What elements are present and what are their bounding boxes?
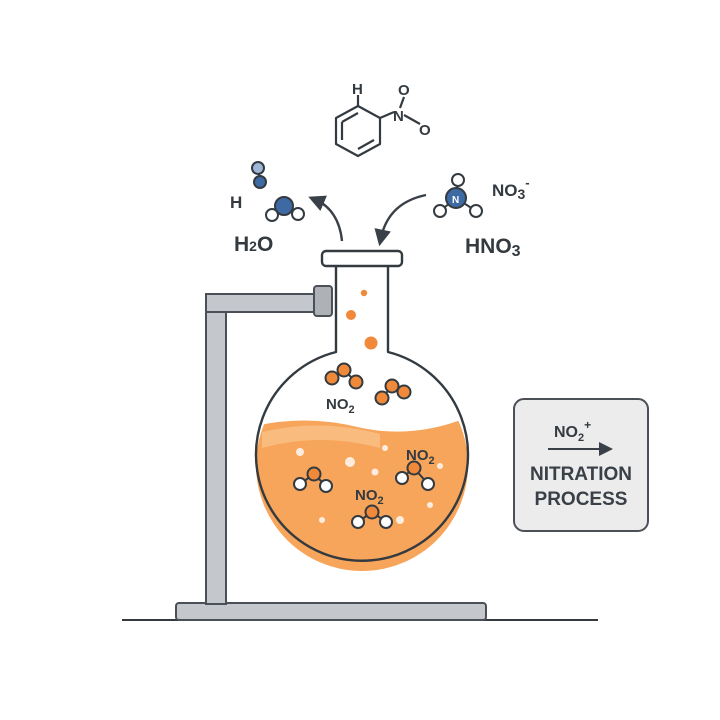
h2o-label: H2O	[234, 233, 273, 256]
bubble	[364, 336, 378, 350]
bubble	[346, 310, 356, 320]
liquid-bubble	[296, 448, 304, 456]
panel-box	[513, 398, 649, 532]
benzene-n-label: N	[393, 108, 404, 125]
flask-liquid	[256, 412, 468, 571]
h-atom-label: H	[230, 193, 242, 212]
panel-line2: PROCESS	[535, 489, 628, 510]
nitrobenzene-structure	[334, 95, 421, 158]
hno3-label: HNO3	[465, 235, 521, 260]
flask-no2-label-b: NO2	[406, 447, 435, 467]
no2-molecule-liquid-right	[395, 460, 435, 491]
arrow-in-from-nitrate	[374, 193, 427, 247]
benzene-o-top-label: O	[398, 82, 410, 99]
flask-no2-label-a: NO2	[326, 396, 355, 416]
liquid-bubble	[371, 468, 379, 476]
nitrate-n-label: N	[452, 195, 459, 206]
stand-arm	[205, 293, 319, 313]
arrow-out-to-water	[308, 195, 344, 242]
liquid-bubble	[345, 457, 355, 467]
water-molecule	[265, 196, 305, 222]
no2-molecule-liquid-left	[293, 466, 333, 493]
stand-clamp	[313, 285, 333, 317]
round-bottom-flask	[254, 249, 470, 571]
nitration-process-panel: NO2+ NITRATION PROCESS	[513, 398, 649, 532]
lab-stand	[175, 285, 487, 621]
liquid-bubble	[319, 517, 325, 523]
panel-line1: NITRATION	[530, 464, 632, 485]
liquid-bubble	[437, 463, 443, 469]
benzene-h-label: H	[352, 81, 363, 98]
no2-molecule-right	[374, 378, 412, 406]
nitrate-label: NO3-	[492, 175, 530, 202]
liquid-bubble	[396, 516, 404, 524]
liquid-bubble	[427, 502, 433, 508]
flask-no2-label-c: NO2	[355, 487, 384, 507]
flask-glass	[254, 264, 470, 562]
benzene-o-right-label: O	[419, 122, 431, 139]
no2-molecule-left	[324, 362, 364, 390]
hydrogen-molecule	[251, 161, 267, 189]
no2-molecule-liquid-bottom	[351, 504, 393, 529]
stand-rod	[205, 293, 227, 605]
panel-ion-label: NO2+	[554, 418, 591, 444]
stand-base	[175, 602, 487, 621]
flask-rim	[320, 249, 404, 268]
liquid-highlight	[262, 425, 380, 448]
bubble	[360, 289, 368, 297]
nitrate-molecule	[433, 173, 483, 218]
liquid-bubble	[382, 445, 388, 451]
